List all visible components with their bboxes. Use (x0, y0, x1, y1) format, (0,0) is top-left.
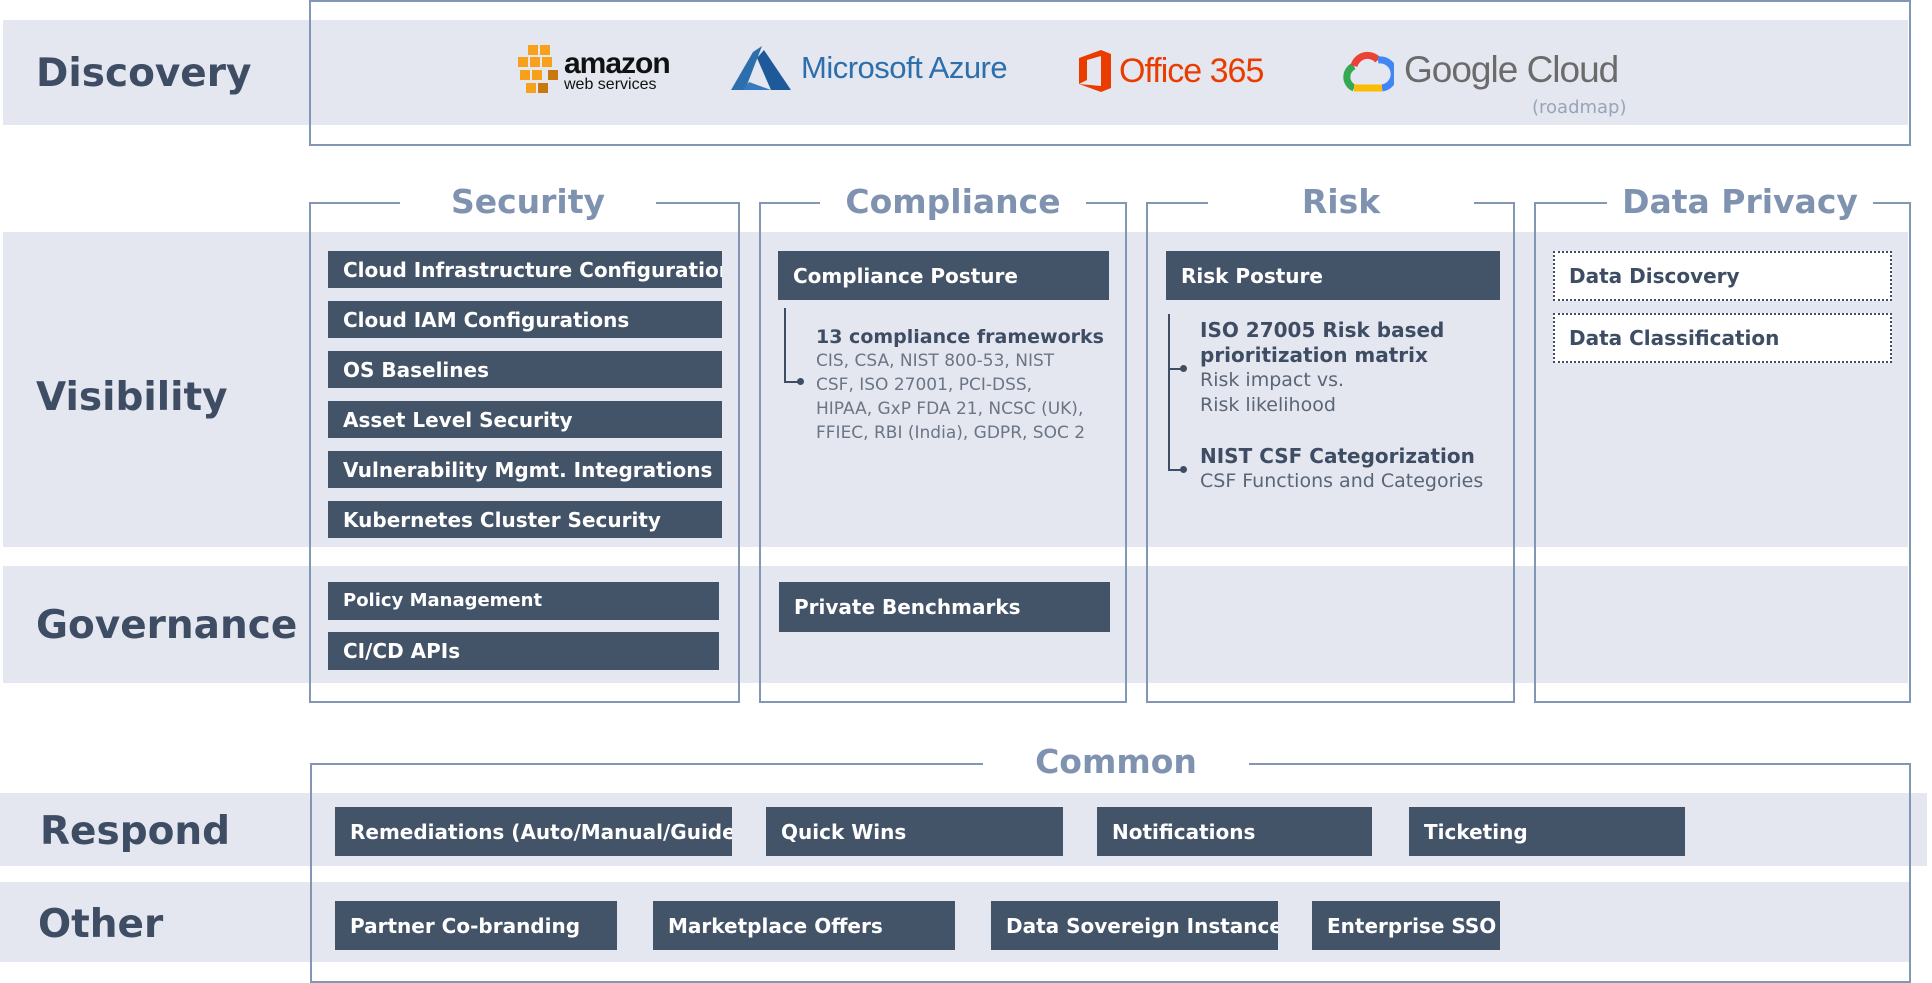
risk-matrix-desc: Risk likelihood (1200, 394, 1336, 416)
compliance-tree-line (784, 308, 786, 382)
risk-nist-csf: NIST CSF Categorization CSF Functions an… (1200, 444, 1483, 494)
aws-cubes-icon (518, 45, 558, 93)
security-item-os-baselines: OS Baselines (328, 351, 722, 388)
compliance-tree-branch (784, 381, 798, 383)
risk-title: Risk (1208, 182, 1474, 222)
google-cloud-logo: Google Cloud (1340, 48, 1619, 92)
row-label-governance: Governance (36, 603, 298, 648)
risk-tree-dot-1 (1180, 365, 1187, 372)
security-item-kubernetes: Kubernetes Cluster Security (328, 501, 722, 538)
security-title: Security (400, 182, 656, 222)
google-roadmap-note: (roadmap) (1532, 97, 1627, 118)
compliance-tree-dot (797, 378, 804, 385)
compliance-frameworks-title: 13 compliance frameworks (816, 326, 1104, 348)
aws-logo: amazon web services (518, 45, 671, 97)
risk-tree-branch-1 (1168, 368, 1182, 370)
common-frame (310, 763, 1911, 983)
risk-posture: Risk Posture (1166, 251, 1500, 300)
risk-matrix: ISO 27005 Risk based prioritization matr… (1200, 318, 1444, 418)
other-band (0, 882, 1910, 962)
azure-wordmark: Microsoft Azure (801, 50, 1008, 85)
security-item-cicd-apis: CI/CD APIs (328, 632, 719, 670)
compliance-frameworks-line: CSF, ISO 27001, PCI-DSS, (816, 375, 1033, 395)
compliance-posture: Compliance Posture (778, 251, 1109, 300)
common-title: Common (983, 742, 1249, 782)
compliance-frameworks-line: FFIEC, RBI (India), GDPR, SOC 2 (816, 423, 1086, 443)
row-label-discovery: Discovery (36, 51, 252, 96)
discovery-frame (309, 0, 1911, 146)
other-item-partner-cobranding: Partner Co-branding (335, 901, 617, 950)
privacy-data-discovery: Data Discovery (1553, 251, 1892, 301)
privacy-title: Data Privacy (1607, 182, 1873, 222)
discovery-band (3, 20, 1908, 125)
respond-item-notifications: Notifications (1097, 807, 1372, 856)
security-item-policy-mgmt: Policy Management (328, 582, 719, 620)
security-item-asset-level: Asset Level Security (328, 401, 722, 438)
compliance-frameworks-line: HIPAA, GxP FDA 21, NCSC (UK), (816, 399, 1084, 419)
risk-tree-dot-2 (1180, 466, 1187, 473)
other-item-data-sovereign: Data Sovereign Instances (991, 901, 1278, 950)
security-item-vuln-mgmt: Vulnerability Mgmt. Integrations (328, 451, 722, 488)
row-label-other: Other (38, 902, 164, 947)
security-item-cloud-iam: Cloud IAM Configurations (328, 301, 722, 338)
privacy-data-classification: Data Classification (1553, 313, 1892, 363)
row-label-visibility: Visibility (36, 375, 228, 420)
respond-item-ticketing: Ticketing (1409, 807, 1685, 856)
row-label-respond: Respond (40, 809, 231, 854)
respond-item-quick-wins: Quick Wins (766, 807, 1063, 856)
compliance-frameworks-line: CIS, CSA, NIST 800-53, NIST (816, 351, 1055, 371)
risk-matrix-title: prioritization matrix (1200, 343, 1428, 367)
compliance-title: Compliance (820, 182, 1086, 222)
risk-nist-desc: CSF Functions and Categories (1200, 470, 1484, 492)
compliance-frameworks: 13 compliance frameworks CIS, CSA, NIST … (816, 325, 1104, 445)
office365-logo: Office 365 (1077, 50, 1264, 92)
other-item-enterprise-sso: Enterprise SSO (1312, 901, 1500, 950)
risk-nist-title: NIST CSF Categorization (1200, 444, 1475, 468)
google-cloud-wordmark: Google Cloud (1404, 49, 1619, 90)
google-cloud-icon (1343, 51, 1394, 92)
aws-wordmark: amazon (564, 47, 671, 80)
azure-logo: Microsoft Azure (731, 44, 1008, 92)
security-item-cloud-infra: Cloud Infrastructure Configurations (328, 251, 722, 288)
respond-item-remediations: Remediations (Auto/Manual/Guided) (335, 807, 732, 856)
aws-subtext: web services (564, 76, 657, 93)
azure-icon (731, 46, 791, 90)
risk-matrix-desc: Risk impact vs. (1200, 369, 1345, 391)
risk-tree-branch-2 (1168, 469, 1182, 471)
risk-tree-line (1168, 314, 1170, 470)
office-icon (1079, 50, 1111, 92)
risk-matrix-title: ISO 27005 Risk based (1200, 318, 1445, 342)
other-item-marketplace-offers: Marketplace Offers (653, 901, 955, 950)
office-wordmark: Office 365 (1119, 51, 1264, 90)
compliance-private-benchmarks: Private Benchmarks (779, 582, 1110, 632)
